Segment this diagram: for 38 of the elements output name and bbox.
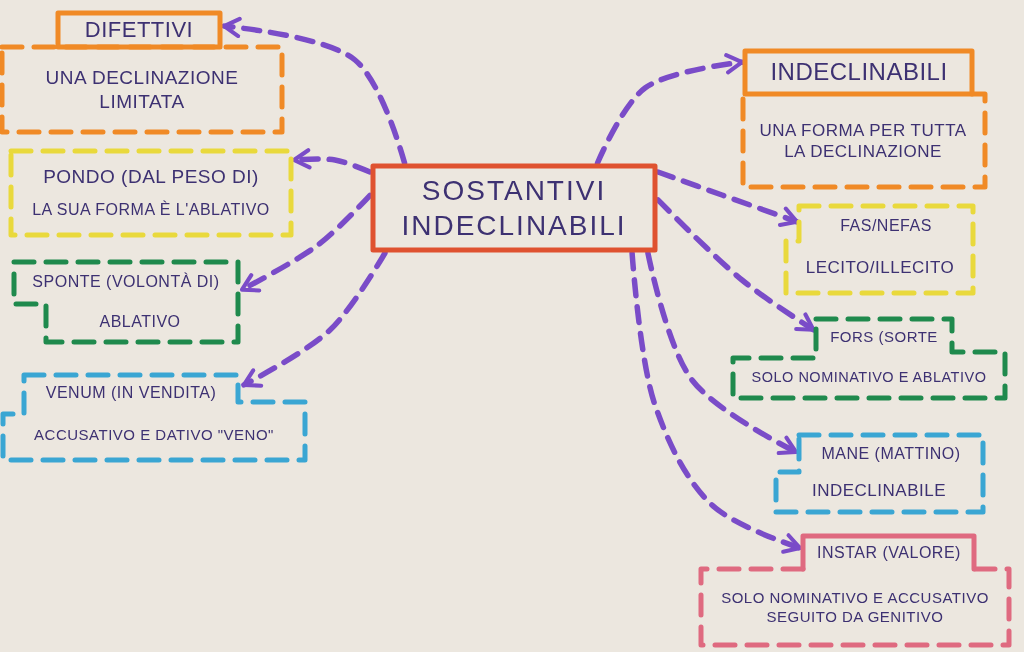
note-heading: FORS (SORTE (829, 326, 939, 347)
arrow (655, 169, 800, 227)
arrow (239, 192, 373, 293)
note-box (0, 372, 308, 464)
note-heading: PONDO (DAL PESO DI) (42, 165, 260, 190)
note-text: UNA FORMA PER TUTTA LA DECLINAZIONE (758, 119, 968, 163)
topic-title: SOSTANTIVI INDECLINABILI (400, 174, 628, 243)
note-box (8, 148, 294, 238)
note-heading: INDECLINABILI (769, 57, 949, 87)
note-text: LA SUA FORMA È L'ABLATIVO (31, 199, 271, 220)
note-box (773, 432, 987, 516)
note-heading: MANE (MATTINO) (820, 444, 962, 464)
topic-box (370, 163, 658, 253)
note-heading: VENUM (IN VENDITA) (44, 383, 218, 403)
note-box (0, 10, 284, 134)
arrow (241, 250, 388, 388)
arrow (629, 250, 803, 554)
note-text: UNA DECLINAZIONE LIMITATA (44, 66, 240, 114)
arrow (594, 53, 745, 166)
note-heading: SPONTE (VOLONTÀ DI) (31, 271, 221, 292)
note-box (740, 48, 988, 190)
arrow (291, 148, 373, 175)
note-box (783, 203, 977, 297)
note-box (698, 533, 1012, 649)
note-heading: DIFETTIVI (83, 16, 195, 45)
arrow (645, 250, 799, 455)
note-text: INDECLINABILE (810, 480, 947, 503)
note-text: ABLATIVO (98, 312, 182, 332)
note-box (10, 258, 242, 346)
note-text: LECITO/ILLECITO (804, 257, 956, 280)
note-heading: FAS/NEFAS (839, 216, 933, 236)
note-text: ACCUSATIVO E DATIVO "VENO" (33, 424, 275, 445)
arrow (221, 16, 408, 166)
arrow (655, 197, 817, 333)
note-heading: INSTAR (VALORE) (816, 543, 962, 563)
note-text: SOLO NOMINATIVO E ABLATIVO (750, 367, 988, 387)
note-box (730, 316, 1008, 402)
note-text: SOLO NOMINATIVO E ACCUSATIVO SEGUITO DA GENITIVO (720, 588, 990, 627)
